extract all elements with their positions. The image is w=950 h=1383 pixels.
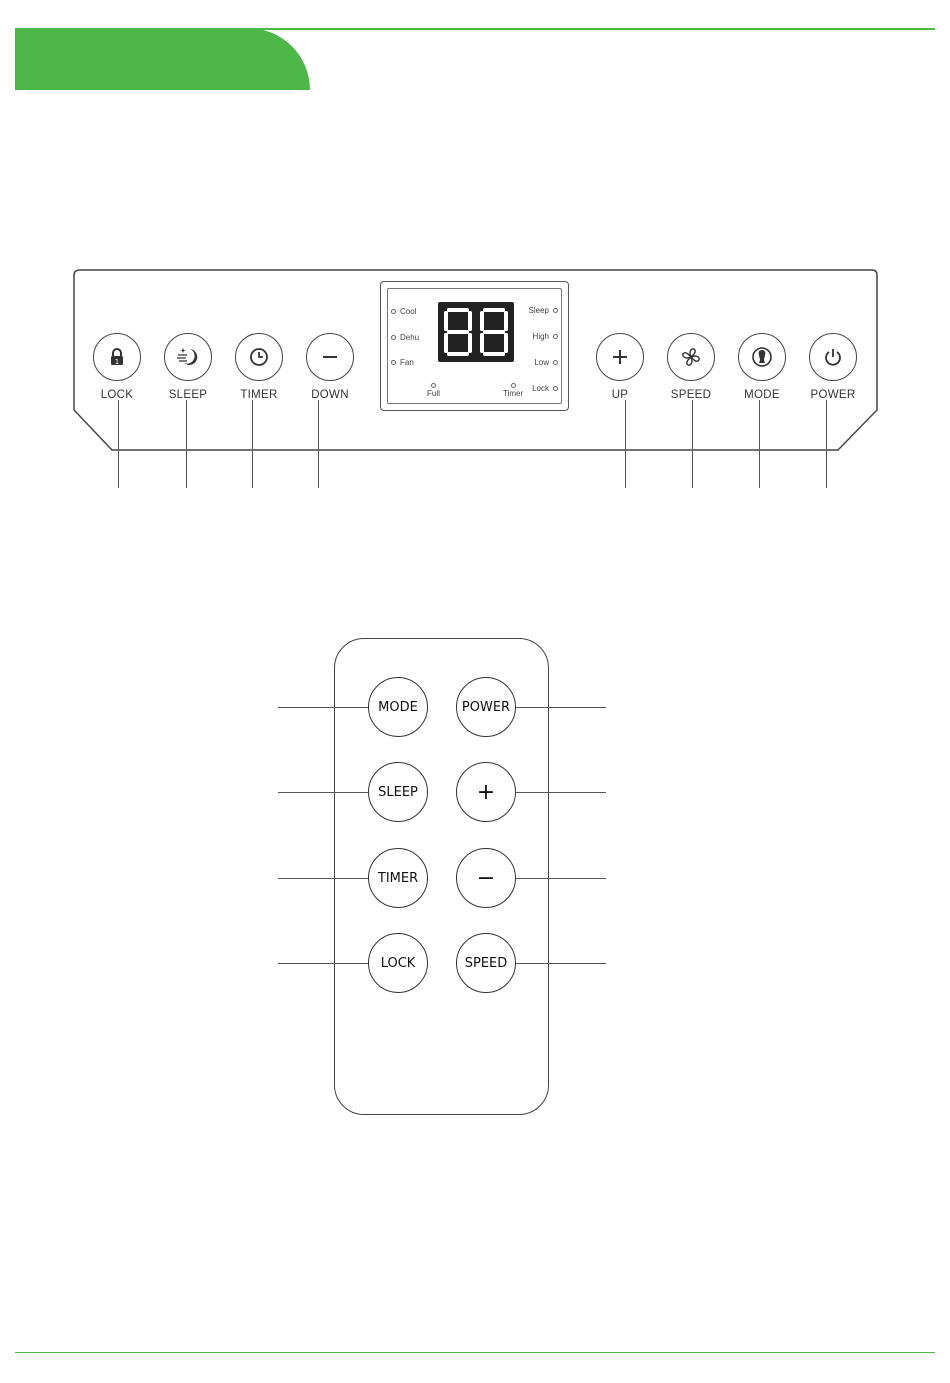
panel-mode-button[interactable] — [738, 333, 786, 381]
panel-lock-label: LOCK — [77, 389, 157, 401]
digit-88-icon — [438, 302, 514, 362]
remote-leader-line — [278, 707, 368, 708]
remote-timer-button[interactable]: TIMER — [368, 848, 428, 908]
remote-minus-button[interactable]: − — [456, 848, 516, 908]
indicator-led — [391, 360, 396, 365]
indicator-led — [391, 335, 396, 340]
panel-sleep-label: SLEEP — [148, 389, 228, 401]
plus-icon — [609, 346, 631, 368]
remote-leader-line — [516, 878, 606, 879]
indicator-led — [553, 334, 558, 339]
power-icon — [822, 346, 844, 368]
panel-mode-label: MODE — [722, 389, 802, 401]
remote-leader-line — [516, 792, 606, 793]
remote-power-button[interactable]: POWER — [456, 677, 516, 737]
remote-leader-line — [516, 707, 606, 708]
footer-rule — [15, 1352, 935, 1353]
fan-icon — [678, 344, 704, 370]
header-tab — [15, 28, 310, 90]
panel-speed-button[interactable] — [667, 333, 715, 381]
remote-leader-line — [516, 963, 606, 964]
panel-up-label: UP — [580, 389, 660, 401]
indicator-dehu: Dehu — [391, 333, 419, 342]
indicator-led — [431, 383, 436, 388]
leader-line — [692, 400, 693, 488]
indicator-sleep: Sleep — [529, 306, 558, 315]
panel-timer-label: TIMER — [219, 389, 299, 401]
panel-down-button[interactable] — [306, 333, 354, 381]
indicator-fan: Fan — [391, 358, 414, 367]
remote-control — [334, 638, 549, 1115]
leader-line — [252, 400, 253, 488]
indicator-full: Full — [427, 383, 440, 398]
remote-speed-button[interactable]: SPEED — [456, 933, 516, 993]
indicator-lock: Lock — [532, 384, 558, 393]
display-frame — [387, 288, 562, 404]
leader-line — [625, 400, 626, 488]
sleep-moon-icon — [175, 345, 201, 369]
indicator-led — [511, 383, 516, 388]
panel-timer-button[interactable] — [235, 333, 283, 381]
remote-mode-button[interactable]: MODE — [368, 677, 428, 737]
panel-sleep-button[interactable] — [164, 333, 212, 381]
svg-text:1: 1 — [115, 358, 119, 366]
panel-power-label: POWER — [793, 389, 873, 401]
panel-speed-label: SPEED — [651, 389, 731, 401]
indicator-cool: Cool — [391, 307, 416, 316]
indicator-low: Low — [534, 358, 558, 367]
remote-leader-line — [278, 963, 368, 964]
indicator-led — [553, 360, 558, 365]
remote-leader-line — [278, 792, 368, 793]
clock-icon — [248, 346, 270, 368]
mode-icon — [749, 344, 775, 370]
indicator-led — [553, 308, 558, 313]
minus-icon — [319, 346, 341, 368]
lock-icon: 1 — [106, 346, 128, 368]
leader-line — [826, 400, 827, 488]
leader-line — [186, 400, 187, 488]
remote-plus-button[interactable]: + — [456, 762, 516, 822]
remote-lock-button[interactable]: LOCK — [368, 933, 428, 993]
panel-lock-button[interactable]: 1 — [93, 333, 141, 381]
remote-leader-line — [278, 878, 368, 879]
leader-line — [759, 400, 760, 488]
panel-power-button[interactable] — [809, 333, 857, 381]
panel-display: Cool Dehu Fan Sleep High Low Lock Full T… — [380, 281, 569, 411]
panel-up-button[interactable] — [596, 333, 644, 381]
indicator-led — [391, 309, 396, 314]
indicator-led — [553, 386, 558, 391]
seven-segment-display — [438, 302, 514, 362]
panel-down-label: DOWN — [290, 389, 370, 401]
remote-sleep-button[interactable]: SLEEP — [368, 762, 428, 822]
indicator-timer: Timer — [503, 383, 523, 398]
indicator-high: High — [533, 332, 558, 341]
leader-line — [118, 400, 119, 488]
leader-line — [318, 400, 319, 488]
